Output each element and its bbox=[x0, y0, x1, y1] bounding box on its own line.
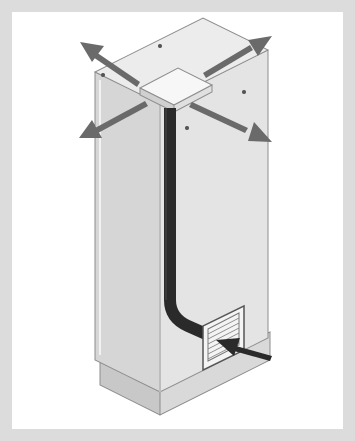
enclosure-diagram bbox=[0, 0, 355, 441]
